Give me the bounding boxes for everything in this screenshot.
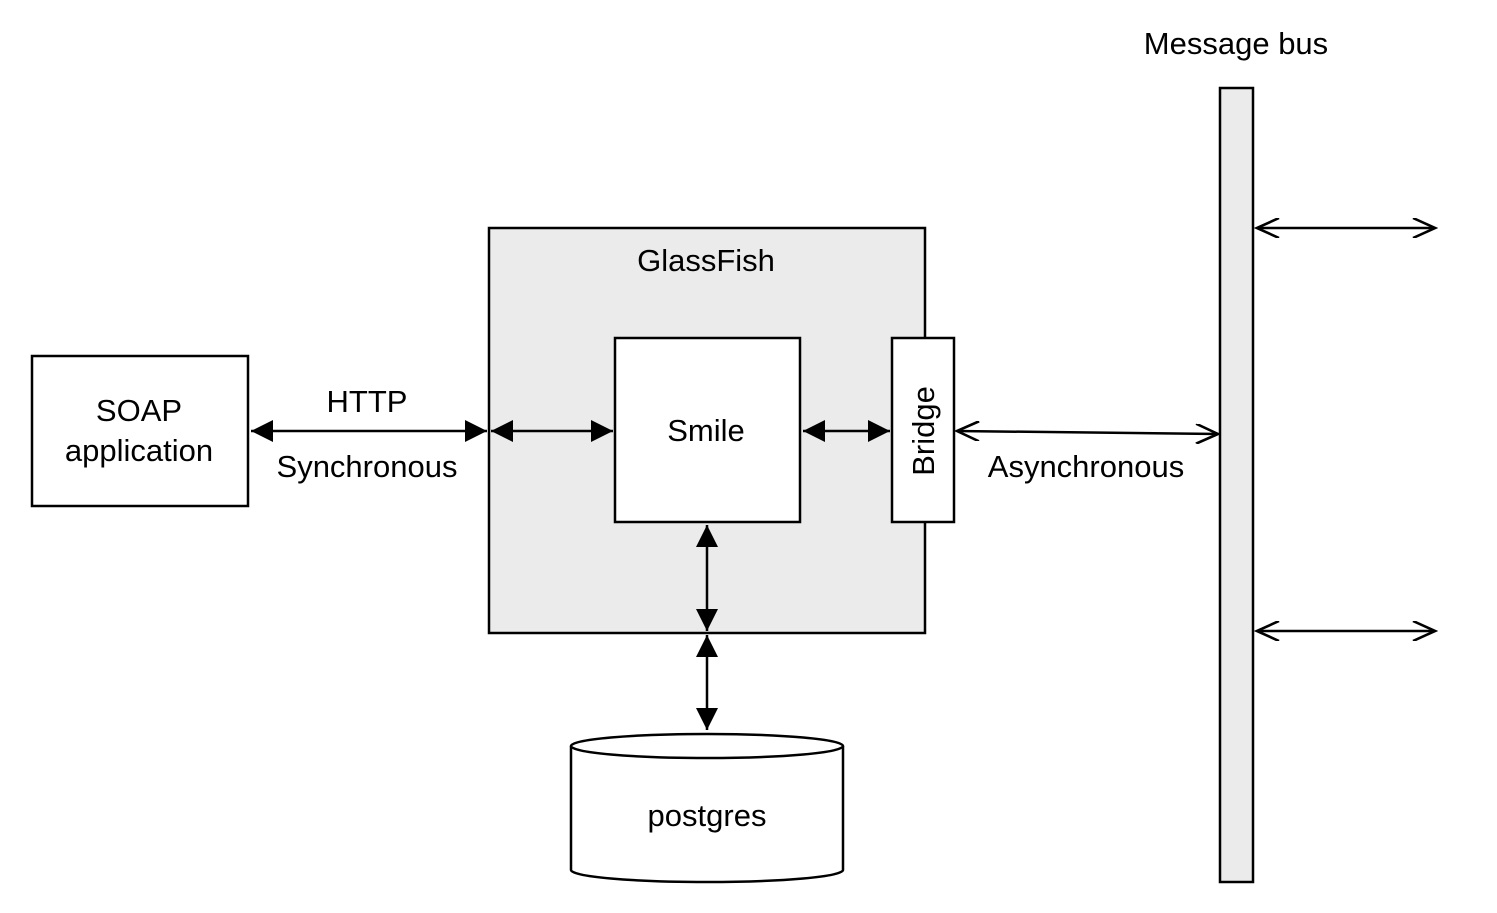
soap-label-line1: SOAP xyxy=(96,393,182,428)
message-bus-label: Message bus xyxy=(1144,26,1328,61)
postgres-cylinder-body xyxy=(569,746,845,884)
smile-label: Smile xyxy=(667,413,745,448)
postgres-database: postgres xyxy=(569,732,845,884)
http-label: HTTP xyxy=(327,384,408,419)
soap-label-line2: application xyxy=(65,433,213,468)
glassfish-label: GlassFish xyxy=(637,243,775,278)
synchronous-label: Synchronous xyxy=(277,449,458,484)
message-bus-bar xyxy=(1218,86,1255,884)
soap-application-box xyxy=(30,354,250,508)
bridge-label: Bridge xyxy=(906,386,941,476)
postgres-cylinder-top xyxy=(569,732,845,760)
smile-box xyxy=(613,336,802,524)
bridge-box xyxy=(890,336,956,524)
postgres-label: postgres xyxy=(648,798,767,833)
asynchronous-label: Asynchronous xyxy=(988,449,1184,484)
asynchronous-arrow xyxy=(957,431,1218,434)
